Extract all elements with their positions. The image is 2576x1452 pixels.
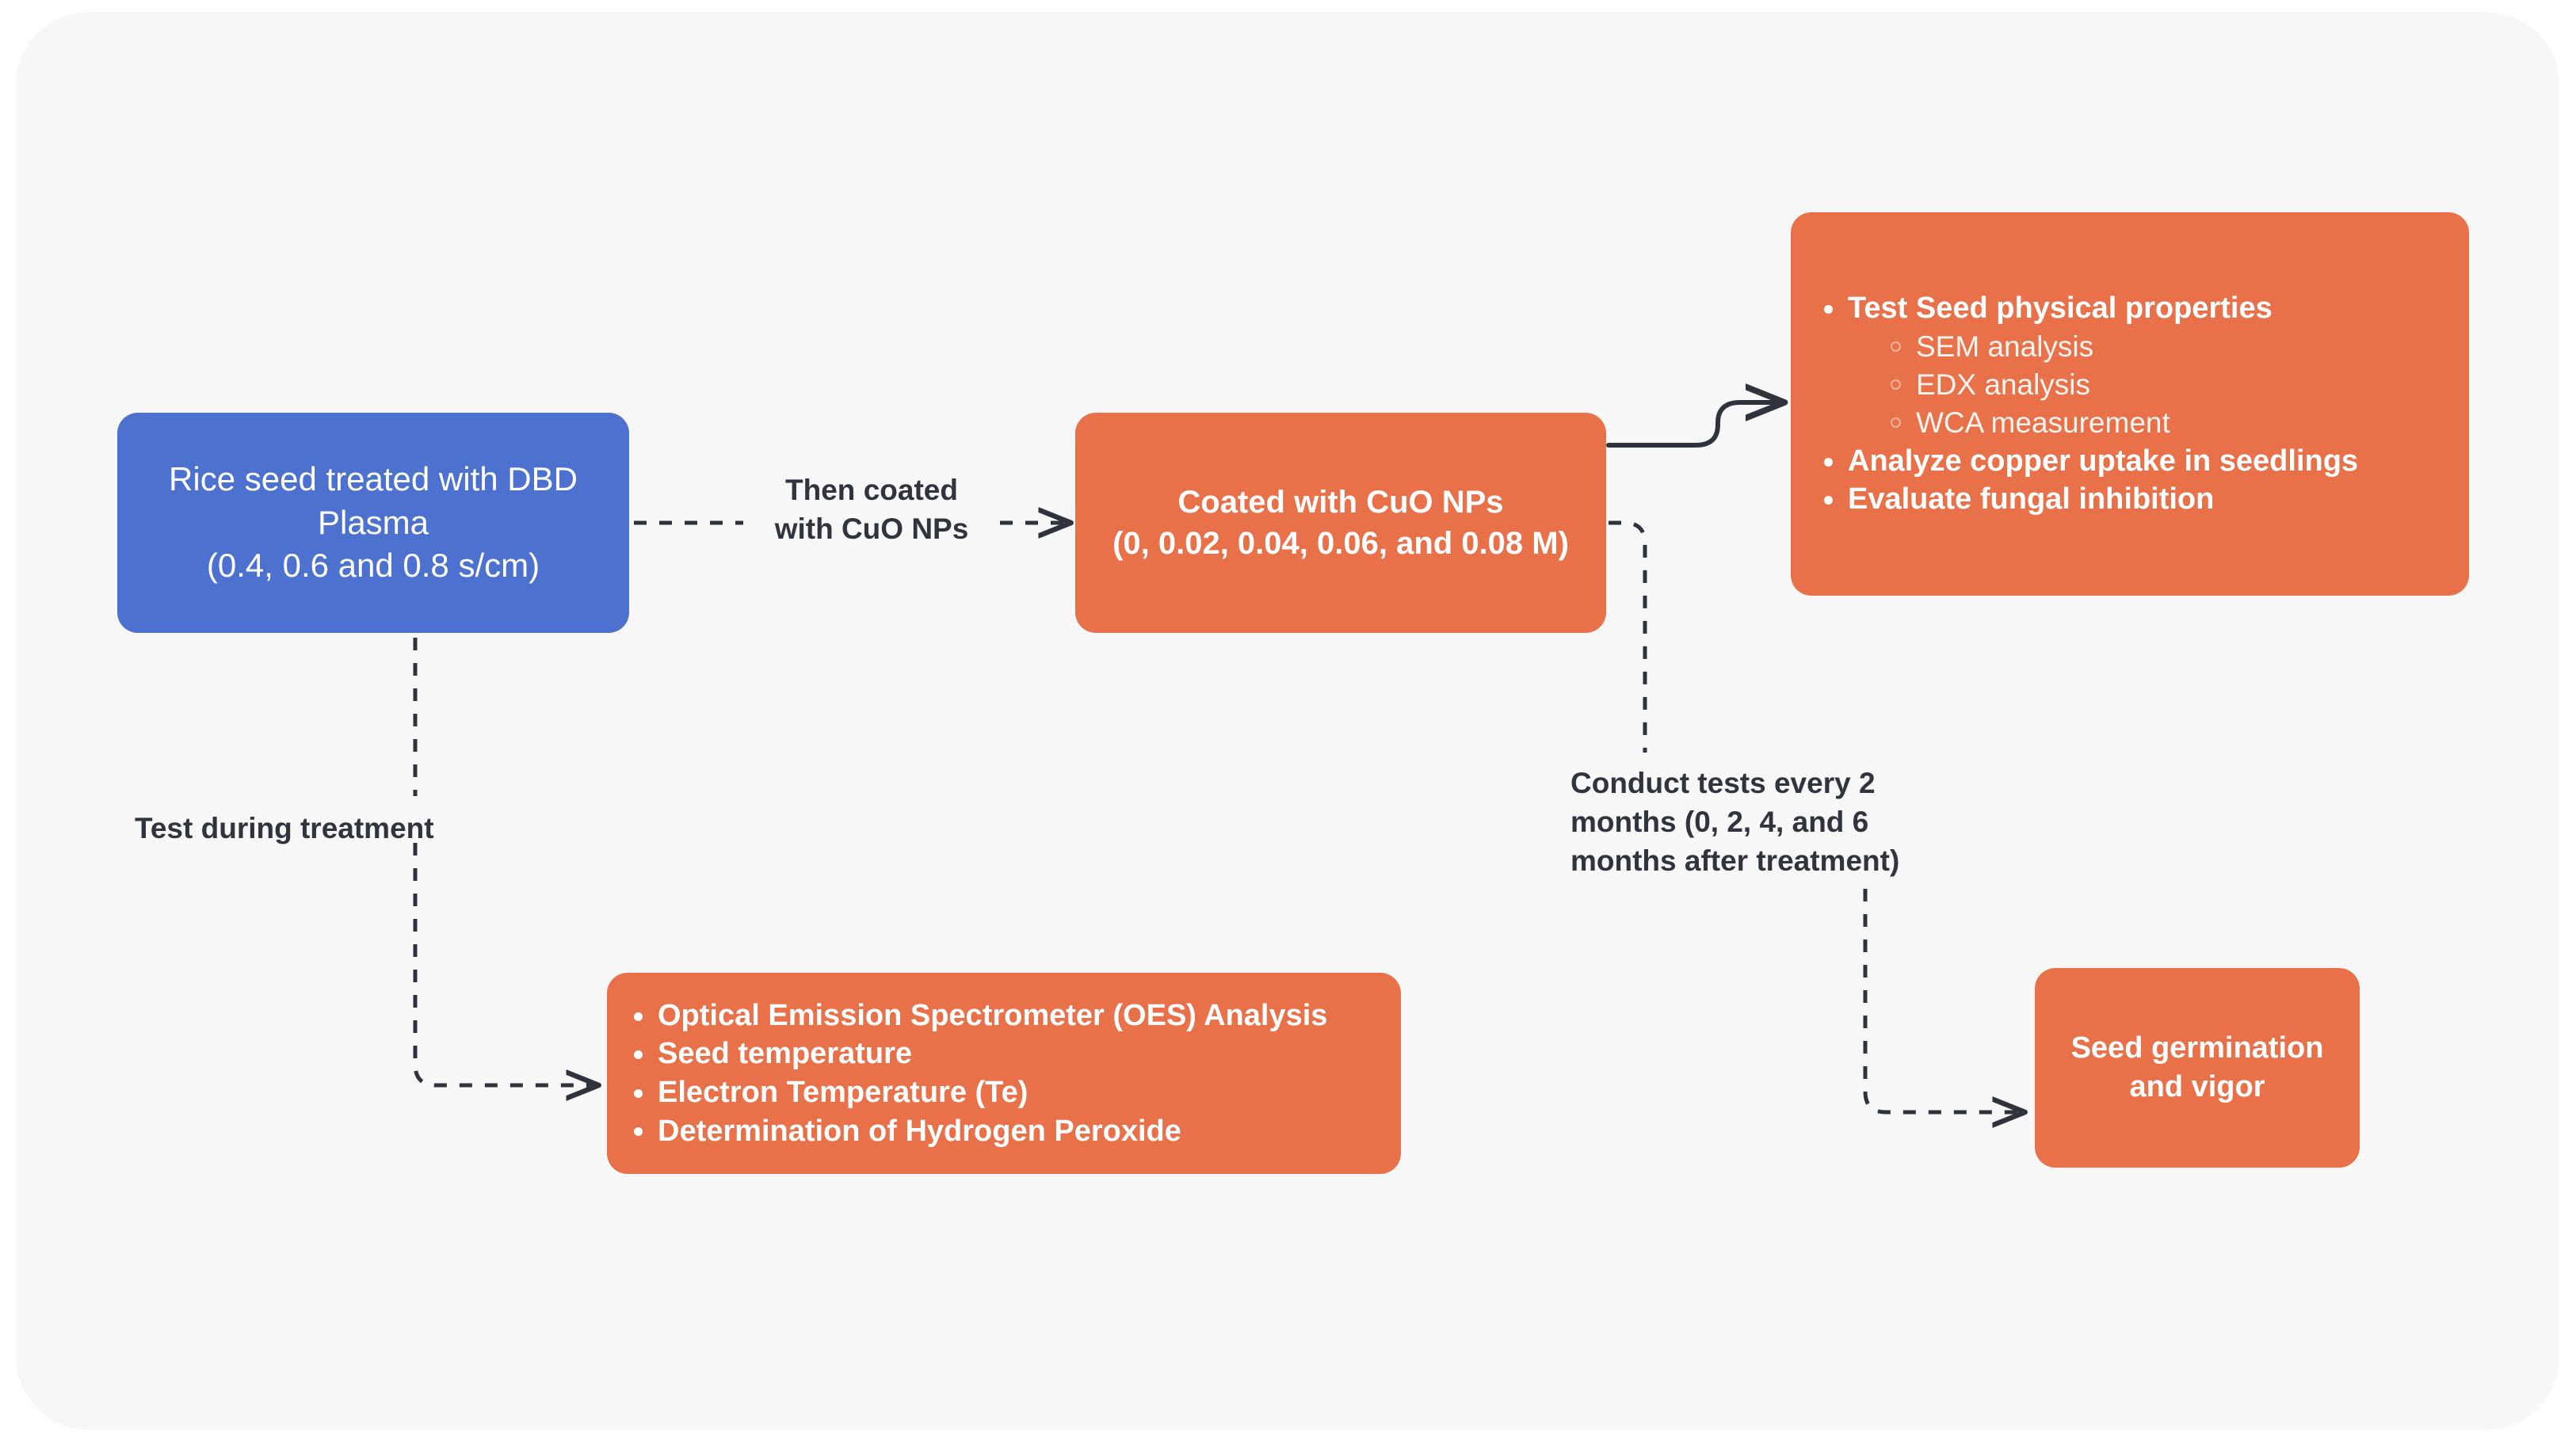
node-coated-text: Coated with CuO NPs (0, 0.02, 0.04, 0.06… <box>1112 485 1569 561</box>
list-item: SEM analysis <box>1886 328 2445 366</box>
bullet-dot-icon <box>634 1050 643 1060</box>
list-item: Evaluate fungal inhibition <box>1818 480 2445 519</box>
edge-coated-to-germination <box>1609 520 2022 1112</box>
edge-label-then-coated: Then coated with CuO NPs <box>774 474 969 546</box>
list-item: Test Seed physical properties SEM analys… <box>1818 289 2445 442</box>
oes-bullet-list: Optical Emission Spectrometer (OES) Anal… <box>628 997 1379 1151</box>
bullet-label: Evaluate fungal inhibition <box>1848 482 2215 516</box>
bullet-dot-icon <box>634 1012 643 1021</box>
bullet-label: Determination of Hydrogen Peroxide <box>658 1114 1181 1148</box>
bullet-dot-icon <box>634 1088 643 1098</box>
list-item: Seed temperature <box>628 1035 1379 1073</box>
node-seed-germination-and-vigor[interactable]: Seed germination and vigor <box>2035 968 2360 1168</box>
bullet-ring-icon <box>1891 341 1901 352</box>
edge-coated-to-analysis <box>1606 402 1781 448</box>
bullet-dot-icon <box>1824 496 1833 505</box>
bullet-dot-icon <box>1824 304 1833 314</box>
bullet-label: Analyze copper uptake in seedlings <box>1848 444 2359 478</box>
bullet-label: Optical Emission Spectrometer (OES) Anal… <box>658 998 1328 1032</box>
sub-bullet-label: EDX analysis <box>1916 368 2091 401</box>
analysis-bullet-list: Test Seed physical properties SEM analys… <box>1818 289 2445 519</box>
list-item: WCA measurement <box>1886 404 2445 442</box>
bullet-label: Test Seed physical properties <box>1848 291 2273 325</box>
bullet-dot-icon <box>1824 457 1833 467</box>
node-seed-analysis-tasks[interactable]: Test Seed physical properties SEM analys… <box>1791 212 2469 596</box>
node-plasma-text: Rice seed treated with DBD Plasma (0.4, … <box>169 460 578 585</box>
node-coated-with-cuo-nps[interactable]: Coated with CuO NPs (0, 0.02, 0.04, 0.06… <box>1075 413 1606 633</box>
bullet-dot-icon <box>634 1127 643 1137</box>
edge-plasma-to-oes <box>413 638 596 1085</box>
sub-bullet-label: WCA measurement <box>1916 406 2170 439</box>
bullet-label: Electron Temperature (Te) <box>658 1076 1028 1109</box>
analysis-sub-bullet-list: SEM analysis EDX analysis WCA measuremen… <box>1848 328 2445 442</box>
bullet-label: Seed temperature <box>658 1037 913 1071</box>
node-plasma-diagnostics-tasks[interactable]: Optical Emission Spectrometer (OES) Anal… <box>607 973 1401 1174</box>
edge-label-test-during-treatment: Test during treatment <box>135 812 434 844</box>
list-item: EDX analysis <box>1886 366 2445 404</box>
bullet-ring-icon <box>1891 379 1901 391</box>
sub-bullet-label: SEM analysis <box>1916 330 2094 363</box>
list-item: Optical Emission Spectrometer (OES) Anal… <box>628 997 1379 1035</box>
node-germination-text: Seed germination and vigor <box>2070 1031 2324 1103</box>
list-item: Electron Temperature (Te) <box>628 1073 1379 1112</box>
node-rice-seed-dbd-plasma[interactable]: Rice seed treated with DBD Plasma (0.4, … <box>117 413 629 633</box>
edge-label-conduct-tests: Conduct tests every 2 months (0, 2, 4, a… <box>1570 767 1900 878</box>
list-item: Determination of Hydrogen Peroxide <box>628 1112 1379 1151</box>
bullet-ring-icon <box>1891 417 1901 429</box>
list-item: Analyze copper uptake in seedlings <box>1818 442 2445 481</box>
